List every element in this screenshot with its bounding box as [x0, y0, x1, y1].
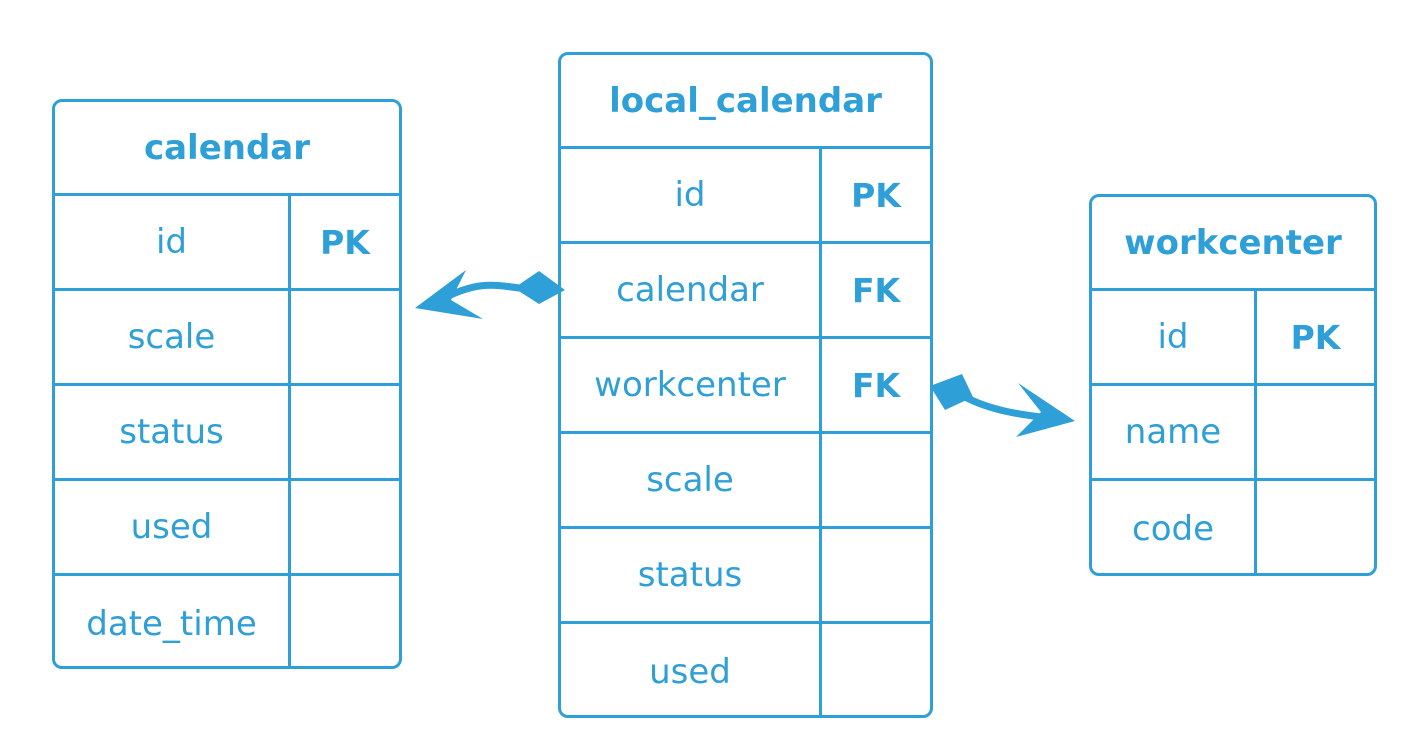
table-row: name	[1092, 386, 1374, 481]
key-badge: PK	[851, 175, 901, 215]
entity-workcenter: workcenter id PK name code	[1089, 194, 1377, 576]
field-name: used	[55, 481, 291, 573]
key-badge: PK	[1290, 317, 1341, 357]
entity-title: workcenter	[1092, 197, 1374, 291]
arrowhead-icon	[1016, 383, 1075, 437]
field-name: id	[561, 149, 822, 241]
field-name: calendar	[561, 244, 822, 336]
field-name: id	[1092, 291, 1257, 383]
diamond-icon	[930, 374, 973, 410]
table-row: status	[561, 529, 930, 624]
field-name: id	[55, 196, 291, 288]
table-row: scale	[55, 291, 399, 386]
arrowhead-icon	[415, 270, 483, 319]
field-name: scale	[561, 434, 822, 526]
field-name: status	[561, 529, 822, 621]
relation-local-calendar-to-workcenter	[930, 374, 1075, 437]
table-row: code	[1092, 481, 1374, 573]
table-row: status	[55, 386, 399, 481]
table-row: scale	[561, 434, 930, 529]
key-badge: FK	[851, 270, 901, 310]
key-badge: PK	[320, 222, 370, 262]
table-row: id PK	[1092, 291, 1374, 386]
field-name: status	[55, 386, 291, 478]
entity-title: calendar	[55, 102, 399, 196]
field-name: scale	[55, 291, 291, 383]
table-row: date_time	[55, 576, 399, 666]
field-name: code	[1092, 481, 1257, 573]
table-row: id PK	[55, 196, 399, 291]
table-row: id PK	[561, 149, 930, 244]
entity-title: local_calendar	[561, 55, 930, 149]
field-name: date_time	[55, 576, 291, 666]
entity-calendar: calendar id PK scale status used date_ti…	[52, 99, 402, 669]
field-name: used	[561, 624, 822, 715]
entity-local-calendar: local_calendar id PK calendar FK workcen…	[558, 52, 933, 718]
diamond-icon	[514, 271, 565, 304]
table-row: calendar FK	[561, 244, 930, 339]
table-row: used	[55, 481, 399, 576]
table-row: workcenter FK	[561, 339, 930, 434]
table-row: used	[561, 624, 930, 715]
key-badge: FK	[851, 365, 901, 405]
field-name: workcenter	[561, 339, 822, 431]
relation-local-calendar-to-calendar	[415, 270, 565, 319]
field-name: name	[1092, 386, 1257, 478]
